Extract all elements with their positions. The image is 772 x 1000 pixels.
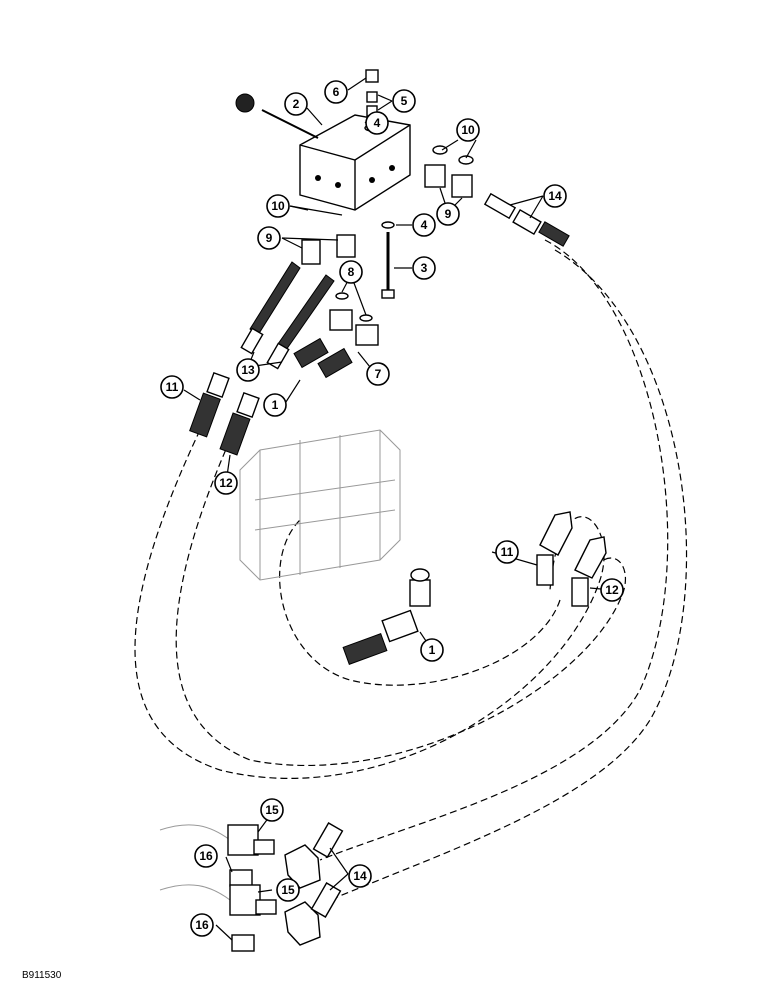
- callout-7: 7: [366, 362, 390, 386]
- svg-text:3: 3: [421, 261, 428, 275]
- svg-text:4: 4: [421, 218, 428, 232]
- center-fittings: [293, 292, 379, 379]
- svg-text:12: 12: [219, 476, 233, 490]
- callout-13: 13: [236, 358, 260, 382]
- callout-4: 4: [412, 213, 436, 237]
- svg-text:15: 15: [265, 803, 279, 817]
- callout-14: 14: [543, 184, 567, 208]
- svg-text:5: 5: [401, 94, 408, 108]
- callout-16: 16: [190, 913, 214, 937]
- svg-text:11: 11: [501, 545, 514, 559]
- callout-6: 6: [324, 80, 348, 104]
- main-valve-ghost: [239, 429, 401, 581]
- callout-4: 4: [365, 111, 389, 135]
- callout-9: 9: [257, 226, 281, 250]
- callout-11: 11: [495, 540, 519, 564]
- svg-text:11: 11: [166, 380, 179, 394]
- svg-text:7: 7: [375, 367, 382, 381]
- callout-15: 15: [260, 798, 284, 822]
- callout-9: 9: [436, 202, 460, 226]
- callout-12: 12: [600, 578, 624, 602]
- control-valve-block: [235, 93, 411, 211]
- svg-text:1: 1: [429, 643, 436, 657]
- svg-text:10: 10: [271, 199, 285, 213]
- callout-16: 16: [194, 844, 218, 868]
- callout-5: 5: [392, 89, 416, 113]
- svg-text:12: 12: [605, 583, 619, 597]
- svg-text:9: 9: [266, 231, 273, 245]
- callout-8: 8: [339, 260, 363, 284]
- callout-15: 15: [276, 878, 300, 902]
- dashed-hoses: [134, 239, 688, 901]
- callout-1: 1: [420, 638, 444, 662]
- lower-center-fitting: [342, 568, 431, 665]
- svg-text:9: 9: [445, 207, 452, 221]
- svg-text:14: 14: [353, 869, 367, 883]
- callout-3: 3: [412, 256, 436, 280]
- svg-text:2: 2: [293, 97, 300, 111]
- svg-text:14: 14: [548, 189, 562, 203]
- callout-10: 10: [266, 194, 290, 218]
- right-hose-end: [483, 192, 570, 247]
- figure-code: B911530: [22, 970, 62, 981]
- svg-text:10: 10: [461, 123, 475, 137]
- callout-1: 1: [263, 393, 287, 417]
- left-hoses: [189, 234, 356, 456]
- bottom-fittings: [159, 822, 344, 952]
- svg-text:13: 13: [241, 363, 255, 377]
- svg-text:4: 4: [374, 116, 381, 130]
- callout-11: 11: [160, 375, 184, 399]
- svg-text:1: 1: [272, 398, 279, 412]
- bolt-assembly: [381, 221, 395, 299]
- callout-14: 14: [348, 864, 372, 888]
- svg-text:16: 16: [195, 918, 209, 932]
- leader-lines: [183, 77, 613, 941]
- svg-text:6: 6: [333, 85, 340, 99]
- svg-text:16: 16: [199, 849, 213, 863]
- right-middle-hose-ends: [536, 511, 607, 607]
- svg-text:15: 15: [281, 883, 295, 897]
- callout-2: 2: [284, 92, 308, 116]
- right-elbow-fittings: [424, 145, 474, 198]
- callout-12: 12: [214, 471, 238, 495]
- svg-text:8: 8: [348, 265, 355, 279]
- callout-10: 10: [456, 118, 480, 142]
